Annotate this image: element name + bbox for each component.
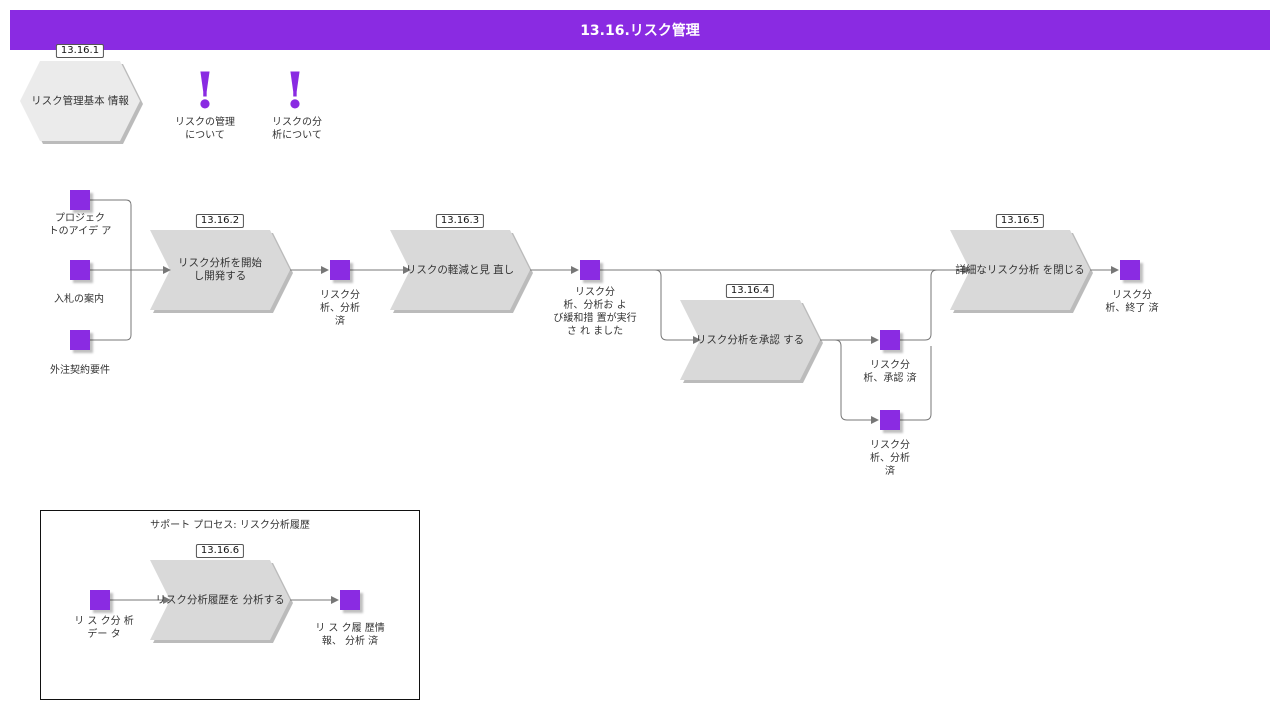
event-square[interactable] xyxy=(880,330,900,350)
process-label: 詳細なリスク分析 を閉じる xyxy=(955,263,1085,276)
event-square[interactable] xyxy=(70,330,90,350)
note-label: リスクの管理 について xyxy=(175,117,235,141)
event-square[interactable] xyxy=(70,190,90,210)
note-label: リスクの分 析について xyxy=(272,117,322,141)
event-square[interactable] xyxy=(880,410,900,430)
process-shape-13-16-5[interactable] xyxy=(950,230,1093,313)
event-label: リスク分 析、分析 済 xyxy=(870,440,910,477)
event-square[interactable] xyxy=(580,260,600,280)
event-square[interactable] xyxy=(1120,260,1140,280)
event-label: リスク分 析、分析お よ び緩和措 置が実行 さ れ ました xyxy=(553,287,637,337)
process-id-badge: 13.16.6 xyxy=(195,544,245,558)
event-label: リ ス ク履 歴情 報、 分析 済 xyxy=(315,623,385,647)
process-shape-13-16-3[interactable] xyxy=(390,230,533,313)
process-label: リスクの軽減と見 直し xyxy=(405,263,515,276)
event-label: リスク分 析、終了 済 xyxy=(1105,290,1159,314)
event-square[interactable] xyxy=(70,260,90,280)
event-square[interactable] xyxy=(90,590,110,610)
event-label: リ ス ク分 析 デー タ xyxy=(74,616,134,640)
process-id-badge: 13.16.2 xyxy=(195,214,245,228)
exclamation-icon[interactable]: ! xyxy=(284,61,306,120)
event-square[interactable] xyxy=(340,590,360,610)
process-shape-13-16-4[interactable] xyxy=(680,300,823,383)
event-square[interactable] xyxy=(330,260,350,280)
info-hexagon-face[interactable] xyxy=(20,61,140,141)
process-shape-13-16-2[interactable] xyxy=(150,230,293,313)
process-label: リスク分析を承認 する xyxy=(695,333,805,346)
process-shape-13-16-6[interactable] xyxy=(150,560,293,643)
event-label: リスク分 析、分析 済 xyxy=(320,290,360,327)
process-label: リスク分析履歴を 分析する xyxy=(155,593,285,606)
event-label: リスク分 析、承認 済 xyxy=(863,360,917,384)
process-id-badge: 13.16.4 xyxy=(725,284,775,298)
process-id-badge: 13.16.5 xyxy=(995,214,1045,228)
support-process-title: サポート プロセス: リスク分析履歴 xyxy=(150,520,310,531)
process-id-badge: 13.16.3 xyxy=(435,214,485,228)
event-label: プロジェク トのアイデ ア xyxy=(48,213,112,237)
event-label: 外注契約要件 xyxy=(50,365,110,376)
process-label: リスク分析を開始 し開発する xyxy=(178,257,262,282)
support-process-box xyxy=(40,510,420,700)
info-label: リスク管理基本 情報 xyxy=(31,94,129,107)
page-title: 13.16.リスク管理 xyxy=(580,23,700,39)
exclamation-icon[interactable]: ! xyxy=(194,61,216,120)
header-bar: 13.16.リスク管理 xyxy=(10,10,1270,50)
event-label: 入札の案内 xyxy=(54,294,104,305)
process-id-badge: 13.16.1 xyxy=(55,44,105,58)
connectors xyxy=(90,199,1119,604)
